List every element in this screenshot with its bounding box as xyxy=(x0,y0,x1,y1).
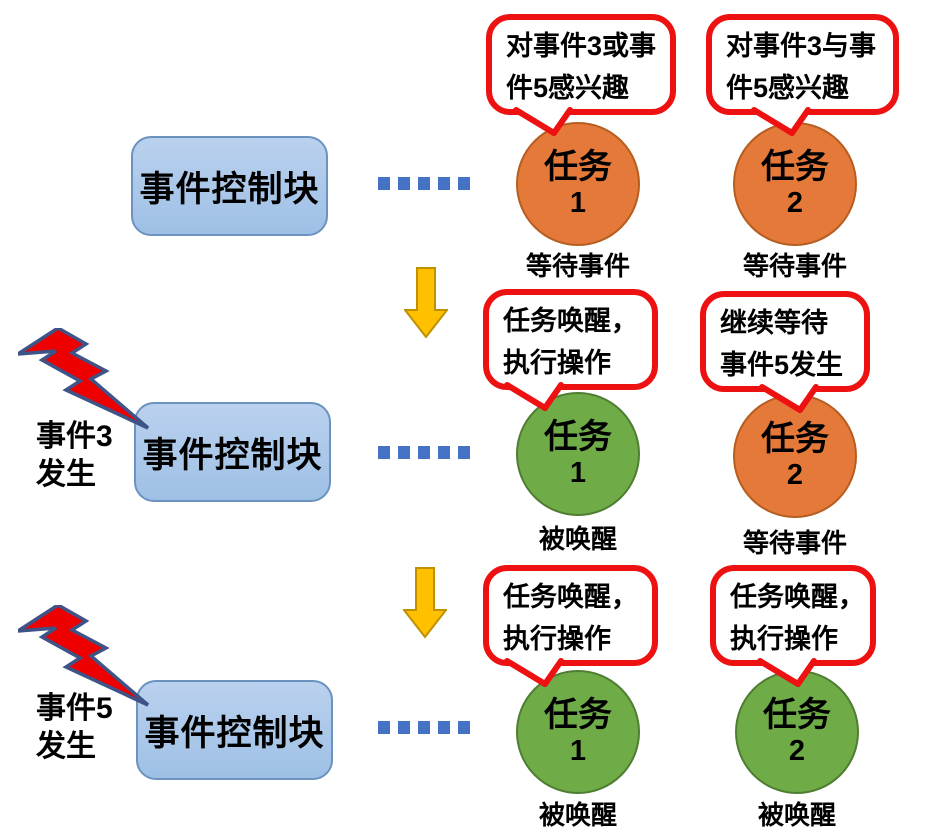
task-circle: 任务 2 xyxy=(733,394,857,518)
link-dot xyxy=(378,721,390,734)
event-occurred-label: 事件3 发生 xyxy=(36,418,113,494)
bubble-line: 执行操作 xyxy=(730,624,838,654)
event-occurs: 发生 xyxy=(36,730,96,763)
task-name: 任务 xyxy=(761,147,829,186)
task-number: 1 xyxy=(569,456,587,489)
task-number: 2 xyxy=(786,458,804,491)
task-number: 2 xyxy=(786,186,804,219)
task-status-label: 被唤醒 xyxy=(757,800,836,830)
event-name: 事件5 xyxy=(36,692,113,725)
bubble-line: 对事件3与事 xyxy=(726,31,877,61)
link-dot xyxy=(418,177,430,190)
ecb-label: 事件控制块 xyxy=(144,713,325,753)
task-status-label: 等待事件 xyxy=(742,251,847,281)
link-dot xyxy=(458,721,470,734)
bubble-line: 任务唤醒， xyxy=(503,582,638,612)
bubble-tail xyxy=(759,379,819,413)
link-dot xyxy=(458,446,470,459)
task-circle: 任务 1 xyxy=(516,122,640,246)
bubble-tail xyxy=(757,653,817,687)
task-status-label: 被唤醒 xyxy=(538,800,617,830)
event-occurs: 发生 xyxy=(36,458,96,491)
task-name: 任务 xyxy=(544,417,612,456)
bubble-tail xyxy=(504,377,564,411)
task-circle: 任务 2 xyxy=(735,670,859,794)
speech-bubble: 任务唤醒， 执行操作 xyxy=(483,289,658,411)
event-control-block: 事件控制块 xyxy=(136,680,333,780)
link-dot xyxy=(398,721,410,734)
task-circle: 任务 1 xyxy=(516,392,640,516)
link-dot xyxy=(398,177,410,190)
bubble-tail xyxy=(504,653,564,687)
task-number: 1 xyxy=(569,186,587,219)
link-dot xyxy=(438,177,450,190)
link-dot xyxy=(438,721,450,734)
event-control-block: 事件控制块 xyxy=(131,136,328,236)
task-circle: 任务 2 xyxy=(733,122,857,246)
link-dot xyxy=(378,446,390,459)
speech-bubble: 对事件3或事 件5感兴趣 xyxy=(486,14,676,136)
bubble-line: 件5感兴趣 xyxy=(506,73,630,103)
bubble-line: 对事件3或事 xyxy=(506,31,657,61)
lightning-icon xyxy=(18,328,150,430)
bubble-line: 事件5发生 xyxy=(720,350,844,380)
lightning-icon xyxy=(18,605,150,707)
event-name: 事件3 xyxy=(36,420,113,453)
task-status-label: 等待事件 xyxy=(742,528,847,558)
task-number: 1 xyxy=(569,734,587,767)
bubble-line: 任务唤醒， xyxy=(503,306,638,336)
bubble-line: 继续等待 xyxy=(720,308,828,338)
speech-bubble: 任务唤醒， 执行操作 xyxy=(710,565,876,687)
ecb-task-link xyxy=(378,721,470,734)
task-status-label: 被唤醒 xyxy=(538,524,617,554)
link-dot xyxy=(398,446,410,459)
bubble-line: 任务唤醒， xyxy=(730,582,865,612)
event-control-block: 事件控制块 xyxy=(134,402,331,502)
task-status-label: 等待事件 xyxy=(525,251,630,281)
ecb-label: 事件控制块 xyxy=(139,169,320,209)
link-dot xyxy=(458,177,470,190)
task-name: 任务 xyxy=(544,147,612,186)
link-dot xyxy=(418,446,430,459)
task-number: 2 xyxy=(788,734,806,767)
ecb-task-link xyxy=(378,446,470,459)
speech-bubble: 任务唤醒， 执行操作 xyxy=(483,565,658,687)
task-name: 任务 xyxy=(761,419,829,458)
bubble-tail xyxy=(751,102,811,136)
bubble-line: 执行操作 xyxy=(503,348,611,378)
bubble-line: 执行操作 xyxy=(503,624,611,654)
down-arrow-icon xyxy=(403,567,447,639)
link-dot xyxy=(438,446,450,459)
task-name: 任务 xyxy=(544,695,612,734)
speech-bubble: 继续等待 事件5发生 xyxy=(700,291,870,413)
link-dot xyxy=(418,721,430,734)
ecb-label: 事件控制块 xyxy=(142,435,323,475)
task-name: 任务 xyxy=(763,695,831,734)
down-arrow-icon xyxy=(404,267,448,339)
ecb-task-link xyxy=(378,177,470,190)
link-dot xyxy=(378,177,390,190)
bubble-line: 件5感兴趣 xyxy=(726,73,850,103)
event-occurred-label: 事件5 发生 xyxy=(36,690,113,766)
speech-bubble: 对事件3与事 件5感兴趣 xyxy=(706,14,899,136)
task-circle: 任务 1 xyxy=(516,670,640,794)
bubble-tail xyxy=(513,102,573,136)
